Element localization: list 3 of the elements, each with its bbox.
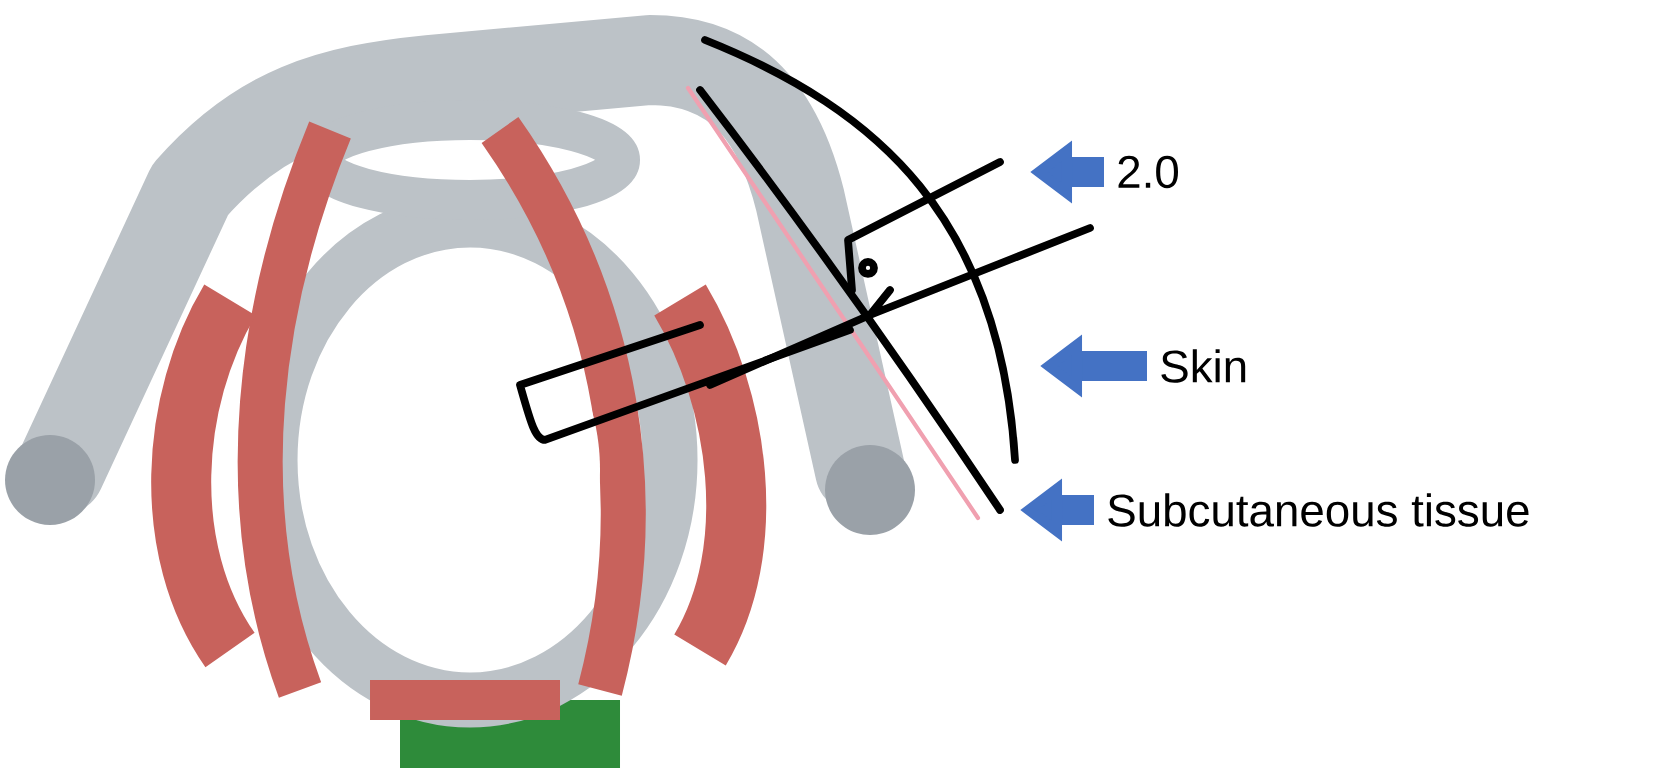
label-text: Subcutaneous tissue — [1108, 493, 1529, 527]
label-text: 2.0 — [1118, 155, 1178, 189]
label-text: Skin — [1161, 349, 1246, 383]
